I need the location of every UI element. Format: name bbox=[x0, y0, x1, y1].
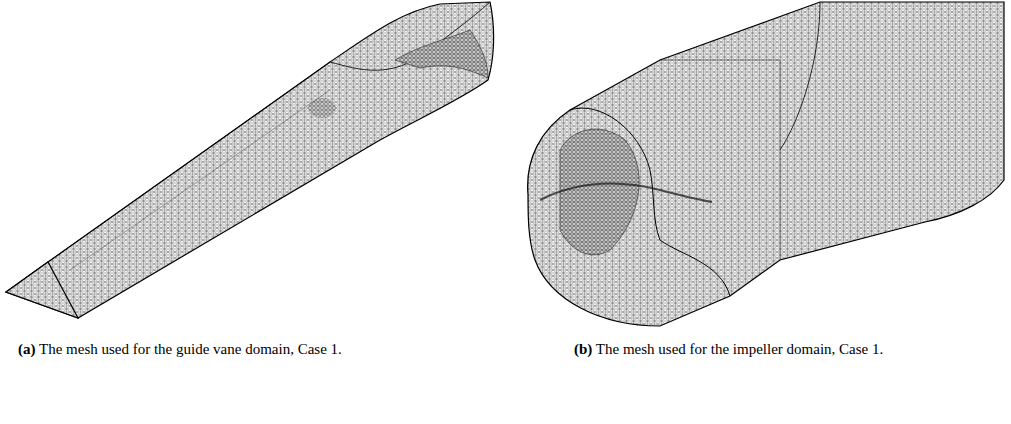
impeller-mesh bbox=[528, 2, 1004, 326]
guide-vane-mesh bbox=[6, 2, 494, 318]
caption-text: The mesh used for the guide vane domain,… bbox=[39, 341, 342, 357]
subfigure-tag: (a) bbox=[18, 341, 36, 357]
subfigure-caption: (b) The mesh used for the impeller domai… bbox=[574, 339, 956, 360]
subfigure-caption: (a) The mesh used for the guide vane dom… bbox=[18, 339, 398, 360]
subfigure-tag: (b) bbox=[574, 341, 592, 357]
caption-text: The mesh used for the impeller domain, C… bbox=[596, 341, 883, 357]
